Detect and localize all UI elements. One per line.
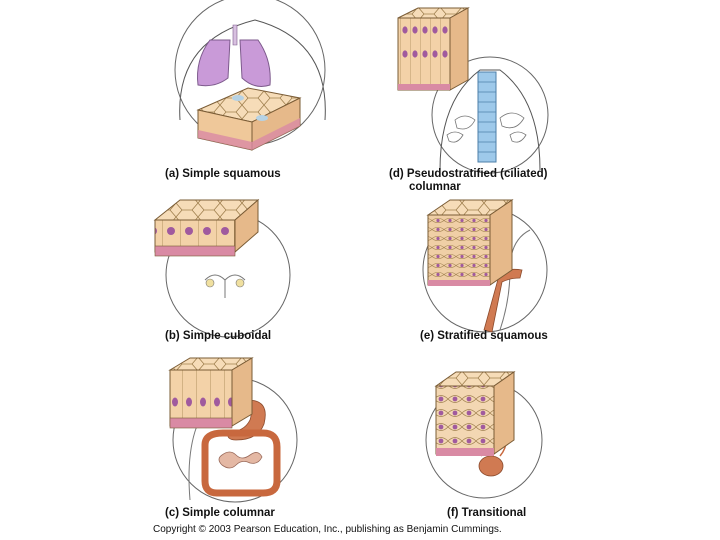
transitional-front-face bbox=[435, 385, 495, 455]
basement-membrane-d bbox=[398, 84, 450, 90]
kidney-outline bbox=[204, 274, 246, 298]
caption-e: (e) Stratified squamous bbox=[420, 330, 548, 342]
basement-membrane-e bbox=[428, 280, 490, 286]
trachea-rings bbox=[478, 81, 496, 153]
stratified-front-face bbox=[427, 214, 491, 286]
small-intestine-icon bbox=[218, 451, 263, 469]
columnar-front-face bbox=[169, 369, 233, 427]
cuboidal-side-face bbox=[234, 198, 259, 254]
bronchi-d bbox=[446, 112, 527, 143]
copyright-credit: Copyright © 2003 Pearson Education, Inc.… bbox=[153, 524, 502, 535]
nucleus-a1 bbox=[232, 95, 244, 101]
panel-c-simple-columnar bbox=[168, 357, 298, 503]
panel-f-transitional bbox=[425, 371, 543, 499]
transitional-side-face bbox=[493, 371, 515, 455]
basement-membrane-b bbox=[154, 245, 236, 257]
caption-c: (c) Simple columnar bbox=[165, 507, 275, 519]
large-intestine-icon bbox=[201, 429, 281, 497]
columnar-side-face bbox=[231, 357, 253, 427]
basement-membrane-c bbox=[169, 417, 233, 429]
trachea-a bbox=[232, 24, 238, 46]
panel-d-circle bbox=[431, 56, 549, 174]
caption-d-line2: columnar bbox=[409, 181, 461, 193]
caption-a: (a) Simple squamous bbox=[165, 168, 281, 180]
trachea-icon bbox=[477, 71, 497, 163]
right-lung-icon bbox=[239, 39, 271, 87]
body-outline-a bbox=[179, 19, 326, 121]
kidney-left-icon bbox=[205, 278, 215, 288]
neck-outline-d bbox=[439, 69, 541, 171]
panel-d-pseudostratified bbox=[397, 7, 549, 174]
bladder-icon bbox=[478, 455, 504, 477]
stratified-side-face bbox=[489, 199, 513, 286]
caption-f: (f) Transitional bbox=[447, 507, 527, 519]
basement-membrane-a bbox=[198, 118, 300, 150]
pseudo-front-face bbox=[397, 17, 451, 91]
basement-membrane-f bbox=[436, 448, 494, 456]
caption-d-line1: (d) Pseudostratified (ciliated) bbox=[389, 168, 548, 180]
nucleus-a2 bbox=[256, 115, 268, 121]
left-lung-icon bbox=[197, 39, 231, 87]
panel-e-stratified-squamous bbox=[422, 199, 548, 333]
panel-b-simple-cuboidal bbox=[153, 198, 291, 338]
caption-b: (b) Simple cuboidal bbox=[165, 330, 272, 342]
kidney-right-icon bbox=[235, 278, 245, 288]
pseudo-side-face bbox=[449, 7, 469, 91]
panel-a-simple-squamous bbox=[174, 0, 326, 151]
